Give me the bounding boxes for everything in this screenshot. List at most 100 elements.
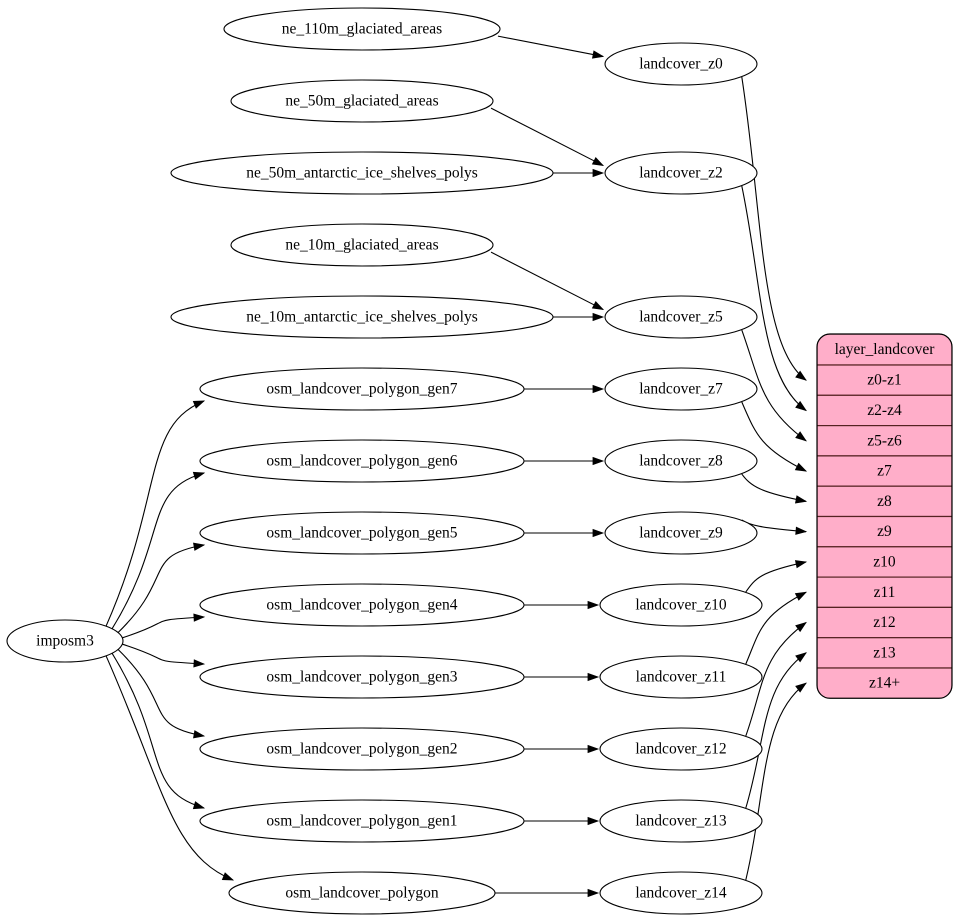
source-table-node-ellipse xyxy=(223,7,501,51)
node-imposm3[interactable]: imposm3 xyxy=(6,619,124,663)
table-row-label: z5-z6 xyxy=(867,432,902,449)
node-label: landcover_z5 xyxy=(639,309,723,326)
node-osm_landcover_polygon_gen2[interactable]: osm_landcover_polygon_gen2 xyxy=(199,727,525,771)
source-table-node-ellipse xyxy=(230,223,494,267)
arrowhead-icon xyxy=(591,50,605,59)
node-osm_landcover_polygon_gen7[interactable]: osm_landcover_polygon_gen7 xyxy=(199,367,525,411)
table-row-z7[interactable] xyxy=(817,455,952,487)
view-node-ellipse xyxy=(604,367,758,411)
arrowhead-icon xyxy=(795,682,807,693)
node-label: osm_landcover_polygon xyxy=(285,885,439,902)
node-ne_10m_glaciated_areas[interactable]: ne_10m_glaciated_areas xyxy=(230,223,494,267)
table-row-label: z13 xyxy=(873,644,896,661)
arrowhead-icon xyxy=(592,384,605,394)
source-table-node-ellipse xyxy=(199,727,525,771)
node-osm_landcover_polygon_gen6[interactable]: osm_landcover_polygon_gen6 xyxy=(199,439,525,483)
arrowhead-icon xyxy=(591,156,605,166)
arrowhead-icon xyxy=(795,526,808,535)
node-landcover_z5[interactable]: landcover_z5 xyxy=(604,295,758,339)
edge-landcover_z11-to-layer_landcover-z11 xyxy=(745,591,807,665)
node-label: ne_110m_glaciated_areas xyxy=(282,21,442,38)
node-osm_landcover_polygon_gen5[interactable]: osm_landcover_polygon_gen5 xyxy=(199,511,525,555)
edge-landcover_z12-to-layer_landcover-z12 xyxy=(745,622,807,737)
table-row-z9[interactable] xyxy=(817,515,952,548)
edge-landcover_z14-to-layer_landcover-z14- xyxy=(745,682,807,881)
node-label: osm_landcover_polygon_gen7 xyxy=(266,381,457,398)
node-ne_10m_antarctic_ice_shelves_polys[interactable]: ne_10m_antarctic_ice_shelves_polys xyxy=(170,295,554,339)
node-label: ne_50m_antarctic_ice_shelves_polys xyxy=(246,165,478,182)
arrowhead-icon xyxy=(795,652,807,663)
node-ne_110m_glaciated_areas[interactable]: ne_110m_glaciated_areas xyxy=(223,7,501,51)
node-label: osm_landcover_polygon_gen6 xyxy=(266,453,457,470)
node-landcover_z11[interactable]: landcover_z11 xyxy=(599,655,763,699)
arrowhead-icon xyxy=(794,462,808,472)
view-node-ellipse xyxy=(599,655,763,699)
node-ne_50m_glaciated_areas[interactable]: ne_50m_glaciated_areas xyxy=(230,79,494,123)
edge-imposm3-to-osm_landcover_polygon xyxy=(105,655,234,881)
arrowhead-icon xyxy=(795,621,807,633)
table-row-label: z7 xyxy=(877,463,892,480)
node-osm_landcover_polygon_gen3[interactable]: osm_landcover_polygon_gen3 xyxy=(199,655,525,699)
node-label: landcover_z9 xyxy=(639,525,723,542)
node-landcover_z14[interactable]: landcover_z14 xyxy=(599,871,763,915)
node-landcover_z10[interactable]: landcover_z10 xyxy=(599,583,763,627)
source-table-node-ellipse xyxy=(230,79,494,123)
node-osm_landcover_polygon_gen1[interactable]: osm_landcover_polygon_gen1 xyxy=(199,799,525,843)
node-label: landcover_z14 xyxy=(635,885,726,902)
node-osm_landcover_polygon[interactable]: osm_landcover_polygon xyxy=(228,871,496,915)
arrowhead-icon xyxy=(592,456,605,466)
node-landcover_z7[interactable]: landcover_z7 xyxy=(604,367,758,411)
view-node-ellipse xyxy=(599,727,763,771)
table-row-label: z2-z4 xyxy=(867,402,902,419)
node-landcover_z13[interactable]: landcover_z13 xyxy=(599,799,763,843)
table-outline xyxy=(816,333,953,699)
view-node-ellipse xyxy=(604,439,758,483)
table-row-z8[interactable] xyxy=(817,485,952,518)
node-landcover_z12[interactable]: landcover_z12 xyxy=(599,727,763,771)
arrowhead-icon xyxy=(221,872,235,881)
edge-ne_10m_glaciated_areas-to-landcover_z5 xyxy=(490,251,604,310)
node-label: osm_landcover_polygon_gen4 xyxy=(266,597,457,614)
source-table-node-ellipse xyxy=(199,439,525,483)
node-landcover_z8[interactable]: landcover_z8 xyxy=(604,439,758,483)
view-node-ellipse xyxy=(599,799,763,843)
table-row-z14+[interactable] xyxy=(817,667,952,699)
edge-imposm3-to-osm_landcover_polygon_gen2 xyxy=(117,648,205,737)
arrowhead-icon xyxy=(794,591,808,601)
arrowhead-icon xyxy=(587,600,600,610)
source-table-node-ellipse xyxy=(199,583,525,627)
node-landcover_z9[interactable]: landcover_z9 xyxy=(604,511,758,555)
node-ne_50m_antarctic_ice_shelves_polys[interactable]: ne_50m_antarctic_ice_shelves_polys xyxy=(170,151,554,195)
table-cells: layer_landcoverz0-z1z2-z4z5-z6z7z8z9z10z… xyxy=(817,334,952,699)
edge-imposm3-to-osm_landcover_polygon_gen4 xyxy=(121,616,205,639)
importer-node-ellipse xyxy=(6,619,124,663)
view-node-ellipse xyxy=(604,511,758,555)
table-row-label: z12 xyxy=(873,614,895,631)
edge-landcover_z7-to-layer_landcover-z7 xyxy=(741,401,807,472)
edge-landcover_z0-to-layer_landcover-z0-z1 xyxy=(741,76,807,381)
table-row-z12[interactable] xyxy=(817,606,952,639)
source-table-node-ellipse xyxy=(199,511,525,555)
table-header-label: layer_landcover xyxy=(835,341,936,358)
view-node-ellipse xyxy=(604,295,758,339)
node-label: landcover_z11 xyxy=(636,669,727,686)
node-landcover_z0[interactable]: landcover_z0 xyxy=(604,42,758,86)
source-table-node-ellipse xyxy=(199,367,525,411)
view-node-ellipse xyxy=(599,583,763,627)
view-node-ellipse xyxy=(599,871,763,915)
edge-landcover_z2-to-layer_landcover-z2-z4 xyxy=(741,185,807,411)
node-osm_landcover_polygon_gen4[interactable]: osm_landcover_polygon_gen4 xyxy=(199,583,525,627)
table-row-label: z9 xyxy=(877,523,892,540)
edge-imposm3-to-osm_landcover_polygon_gen5 xyxy=(117,544,205,634)
node-label: landcover_z8 xyxy=(639,453,723,470)
table-row-label: z0-z1 xyxy=(867,372,901,389)
node-label: landcover_z13 xyxy=(635,813,726,830)
node-label: landcover_z0 xyxy=(639,56,723,73)
arrowhead-icon xyxy=(795,370,807,381)
node-landcover_z2[interactable]: landcover_z2 xyxy=(604,151,758,195)
edge-ne_50m_glaciated_areas-to-landcover_z2 xyxy=(490,107,604,166)
layer-landcover-table[interactable]: layer_landcoverz0-z1z2-z4z5-z6z7z8z9z10z… xyxy=(816,333,953,699)
arrowhead-icon xyxy=(587,888,600,898)
